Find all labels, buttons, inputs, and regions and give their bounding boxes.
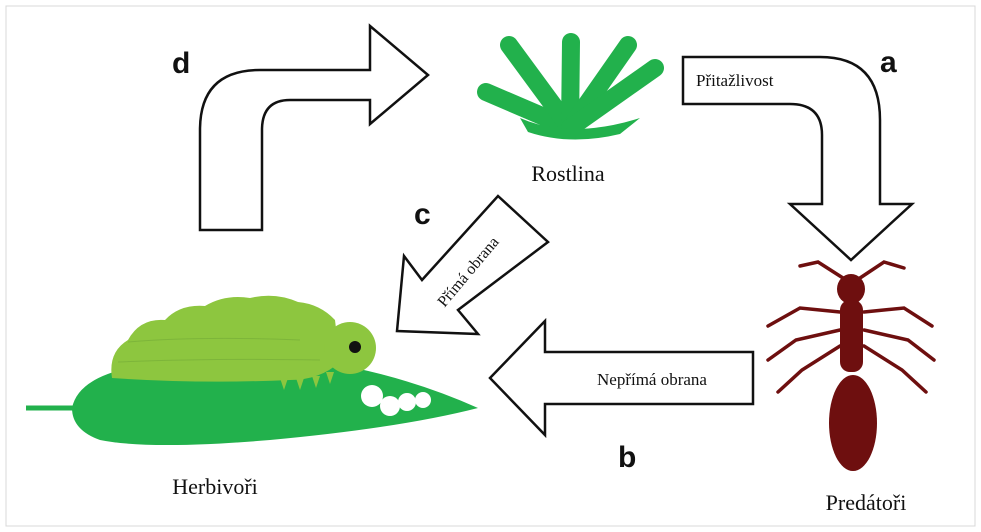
predator-label: Predátoři: [826, 490, 907, 515]
caterpillar-eye: [349, 341, 361, 353]
arrow-a-letter: a: [880, 46, 897, 79]
arrow-d: [200, 26, 428, 230]
arrow-a-label: Přitažlivost: [696, 71, 774, 90]
arrow-c-letter: c: [414, 198, 431, 231]
plant-icon: [486, 42, 655, 140]
arrow-b-letter: b: [618, 441, 636, 474]
plant-label: Rostlina: [531, 161, 605, 186]
herbivore-label: Herbivoři: [172, 474, 258, 499]
arrow-d-letter: d: [172, 47, 190, 80]
predator-icon: [768, 262, 934, 471]
arrow-b-label: Nepřímá obrana: [597, 370, 707, 389]
ant-body: [829, 274, 877, 471]
